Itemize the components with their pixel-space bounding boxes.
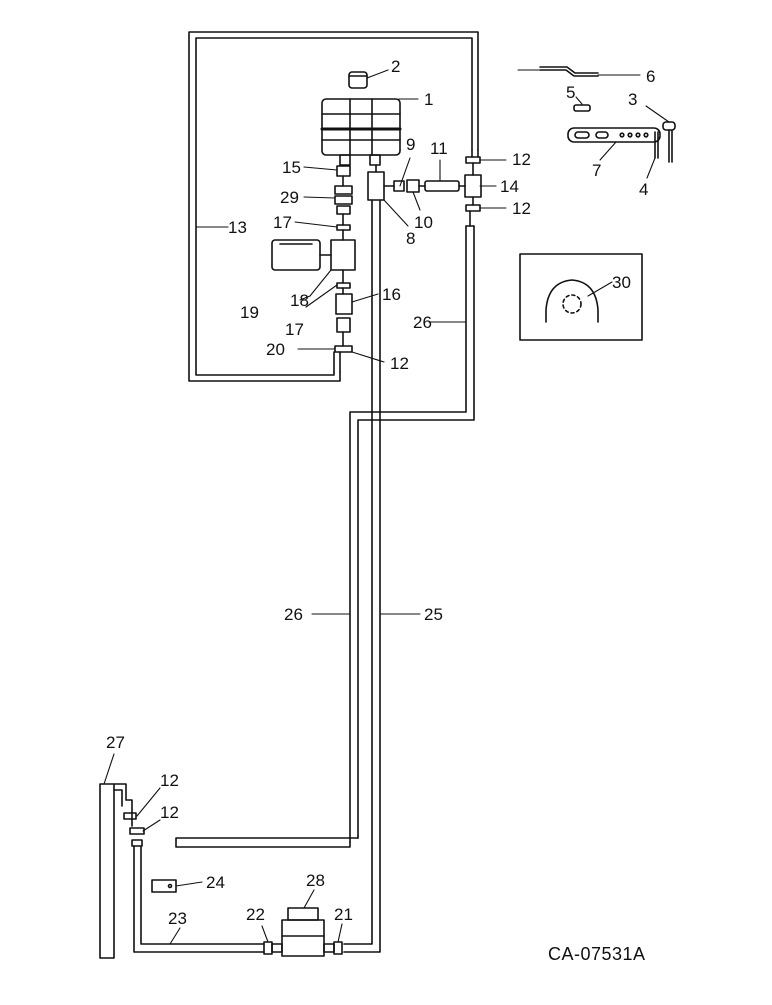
part-30-inset [519,253,643,341]
callout-16: 16 [382,285,401,304]
line-23 [133,845,265,953]
callout-9: 9 [406,135,415,154]
callout-25: 25 [424,605,443,624]
part-2-cap [348,71,368,89]
part-24-block [151,879,177,893]
callout-17-low: 17 [285,320,304,339]
callout-11: 11 [430,139,448,158]
callout-24: 24 [206,873,225,892]
line-26-lower [175,835,359,848]
callout-17-top: 17 [273,213,292,232]
fitting-stack-15-29 [334,165,353,231]
part-19-filter [271,239,321,271]
tee-18 [319,229,356,271]
callout-8: 8 [406,229,415,248]
callout-3: 3 [628,90,637,109]
callout-21: 21 [334,905,353,924]
callout-4: 4 [639,180,648,199]
callout-7: 7 [592,161,601,180]
callout-18: 18 [290,291,309,310]
callout-2: 2 [391,57,400,76]
callout-27: 27 [106,733,125,752]
callout-labels: 1 2 3 4 5 6 7 8 9 10 11 12 12 12 12 12 1… [106,57,655,964]
part-5-clip [573,104,591,112]
callout-12-low: 12 [390,354,409,373]
fittings-12-lower [123,812,145,847]
callout-10: 10 [414,213,433,232]
callout-12-mid: 12 [512,199,531,218]
callout-22: 22 [246,905,265,924]
callout-23: 23 [168,909,187,928]
callout-14: 14 [500,177,519,196]
callout-15: 15 [282,158,301,177]
callout-29: 29 [280,188,299,207]
line-25 [343,199,381,953]
drawing-code: CA-07531A [548,944,646,964]
part-28-pump [263,907,343,957]
callout-12-bottom-b: 12 [160,803,179,822]
line-26-upper [349,225,475,843]
part-1-tank [320,98,402,166]
callout-13: 13 [228,218,247,237]
callout-30: 30 [612,273,631,292]
callout-12-top: 12 [512,150,531,169]
part-27-panel [99,783,133,959]
part-3-4-bolts [654,121,676,163]
line-13-frame [188,31,479,382]
callout-5: 5 [566,83,575,102]
part-7-plate [567,127,661,143]
leader-lines [103,69,670,945]
callout-19: 19 [240,303,259,322]
callout-26-lower: 26 [284,605,303,624]
callout-20: 20 [266,340,285,359]
callout-6: 6 [646,67,655,86]
part-6-bracket [539,66,599,77]
callout-26-upper: 26 [413,313,432,332]
callout-1: 1 [424,90,433,109]
callout-28: 28 [306,871,325,890]
callout-12-bottom-a: 12 [160,771,179,790]
fittings-8-14 [367,149,482,227]
